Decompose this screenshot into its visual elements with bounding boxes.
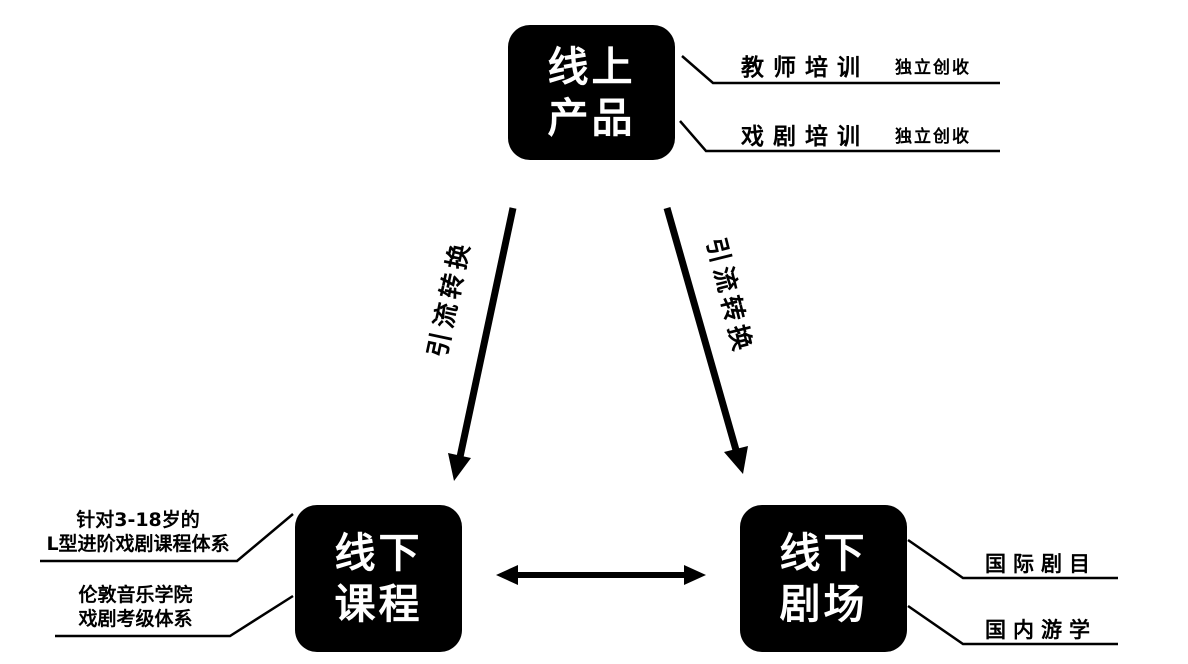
annotation-course-system-line2: L型进阶戏剧课程体系 [46, 533, 230, 555]
annotation-course-system: 针对3-18岁的 L型进阶戏剧课程体系 [38, 508, 238, 556]
node-offline-theater-line1: 线下 [779, 529, 868, 578]
annotation-teacher-training-label: 教师培训 [741, 55, 869, 81]
arrow-online-to-course-shaft [456, 207, 517, 458]
annotation-course-system-line1: 针对3-18岁的 [76, 509, 200, 531]
node-offline-course-line2: 课程 [334, 579, 423, 628]
node-offline-theater-line2: 剧场 [779, 579, 868, 628]
node-online-product-line1: 线上 [547, 43, 636, 92]
annotation-grading-system: 伦敦音乐学院 戏剧考级体系 [38, 583, 233, 631]
annotation-drama-training: 戏剧培训 独立创收 [710, 117, 1002, 151]
callout-line-course-system [40, 513, 294, 563]
arrow-course-theater-right-head [684, 565, 706, 585]
arrow-online-to-theater-head [724, 446, 748, 474]
annotation-drama-training-label: 戏剧培训 [741, 124, 869, 150]
annotation-teacher-training-note: 独立创收 [895, 57, 971, 78]
arrow-online-to-theater-shaft [663, 207, 740, 451]
annotation-domestic-study-tour: 国内游学 [985, 618, 1097, 642]
annotation-teacher-training: 教师培训 独立创收 [710, 48, 1002, 82]
annotation-grading-system-line2: 戏剧考级体系 [78, 608, 193, 630]
annotation-grading-system-line1: 伦敦音乐学院 [78, 584, 193, 606]
callout-line-teacher-training [681, 55, 1000, 85]
node-offline-course-line1: 线下 [334, 529, 423, 578]
annotation-international-repertoire: 国际剧目 [985, 552, 1097, 576]
arrow-course-theater-left-head [496, 565, 518, 585]
callout-line-international-repertoire [907, 538, 1118, 580]
callout-line-drama-training [679, 120, 1000, 153]
node-offline-course: 线下 课程 [295, 505, 462, 652]
node-online-product: 线上 产品 [508, 25, 675, 160]
arrow-online-to-course-head [448, 453, 471, 481]
node-offline-theater: 线下 剧场 [740, 505, 907, 652]
callout-line-grading-system [55, 594, 294, 638]
node-online-product-line2: 产品 [547, 93, 636, 142]
annotation-drama-training-note: 独立创收 [895, 126, 971, 147]
callout-line-domestic-study-tour [907, 604, 1118, 646]
